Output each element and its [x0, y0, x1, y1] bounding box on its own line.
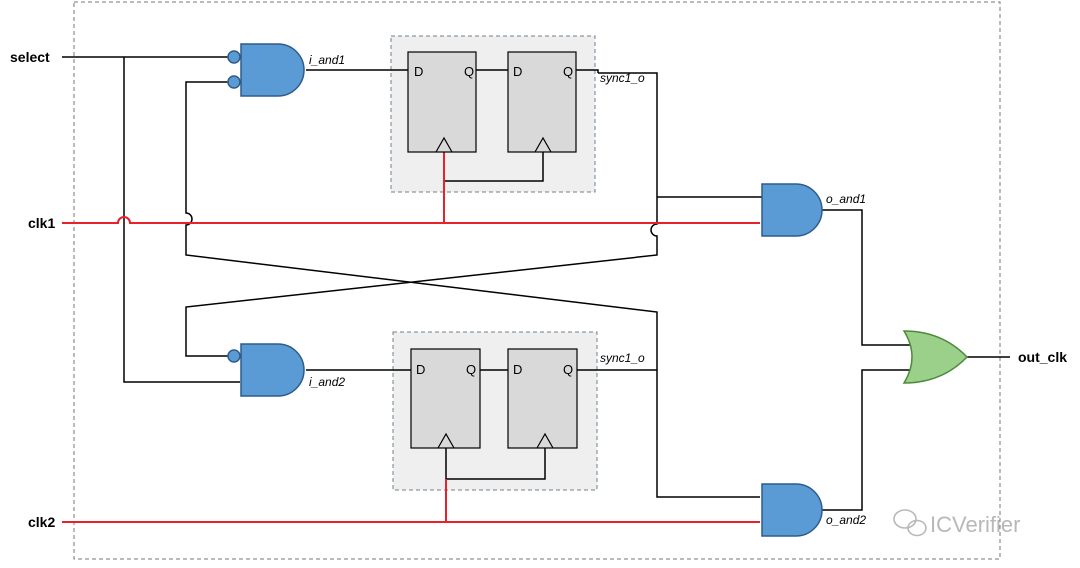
ff-d-label: D — [513, 64, 522, 79]
watermark: ICVerifier — [893, 509, 1020, 537]
net-i-and1-label: i_and1 — [309, 53, 345, 67]
or-gate-out — [902, 330, 969, 384]
clock-triangle — [437, 432, 455, 449]
port-out-clk-label: out_clk — [1018, 349, 1067, 365]
flip-flop: D Q — [410, 348, 481, 449]
inverter-bubble — [227, 349, 241, 363]
wire-clk-bottom-ffs — [445, 448, 546, 480]
wire-sync-top — [576, 69, 599, 73]
port-clk2-label: clk2 — [28, 514, 55, 530]
wire-oand1-out — [822, 209, 910, 346]
and-gate-o-and2 — [761, 483, 823, 537]
and-gate-i-and1 — [227, 43, 305, 97]
wire-feedback-b — [185, 72, 658, 357]
clock-triangle — [534, 136, 552, 153]
module-boundary — [73, 1, 1001, 560]
flip-flop: D Q — [407, 51, 477, 153]
inverter-bubble — [227, 50, 241, 64]
ff-q-label: Q — [563, 362, 573, 377]
flip-flop: D Q — [507, 51, 577, 153]
clock-triangle — [435, 136, 453, 153]
ff-q-label: Q — [466, 362, 476, 377]
net-i-and2-label: i_and2 — [309, 375, 345, 389]
wire-clk1 — [62, 216, 760, 224]
ff-d-label: D — [416, 362, 425, 377]
net-o-and1-label: o_and1 — [826, 192, 866, 206]
flip-flop: D Q — [507, 348, 578, 449]
ff-q-label: Q — [464, 64, 474, 79]
clock-triangle — [536, 432, 554, 449]
wire-oand2-out — [822, 369, 910, 511]
ff-q-label: Q — [563, 64, 573, 79]
watermark-text: ICVerifier — [930, 512, 1020, 537]
clock-wires — [62, 152, 760, 523]
inverter-bubble — [227, 75, 241, 89]
net-sync-top-label: sync1_o — [600, 71, 645, 85]
net-sync-bottom-label: sync1_o — [600, 351, 645, 365]
wechat-icon — [893, 509, 927, 537]
wire-feedback-a — [185, 81, 760, 498]
port-clk1-label: clk1 — [28, 215, 55, 231]
ff-d-label: D — [414, 64, 423, 79]
wire-select-to-and2 — [123, 57, 240, 383]
ff-d-label: D — [513, 362, 522, 377]
signal-wires — [62, 56, 1010, 511]
and-gate-i-and2 — [227, 343, 305, 397]
net-o-and2-label: o_and2 — [826, 513, 866, 527]
and-gate-o-and1 — [761, 183, 823, 237]
port-select-label: select — [10, 49, 50, 65]
